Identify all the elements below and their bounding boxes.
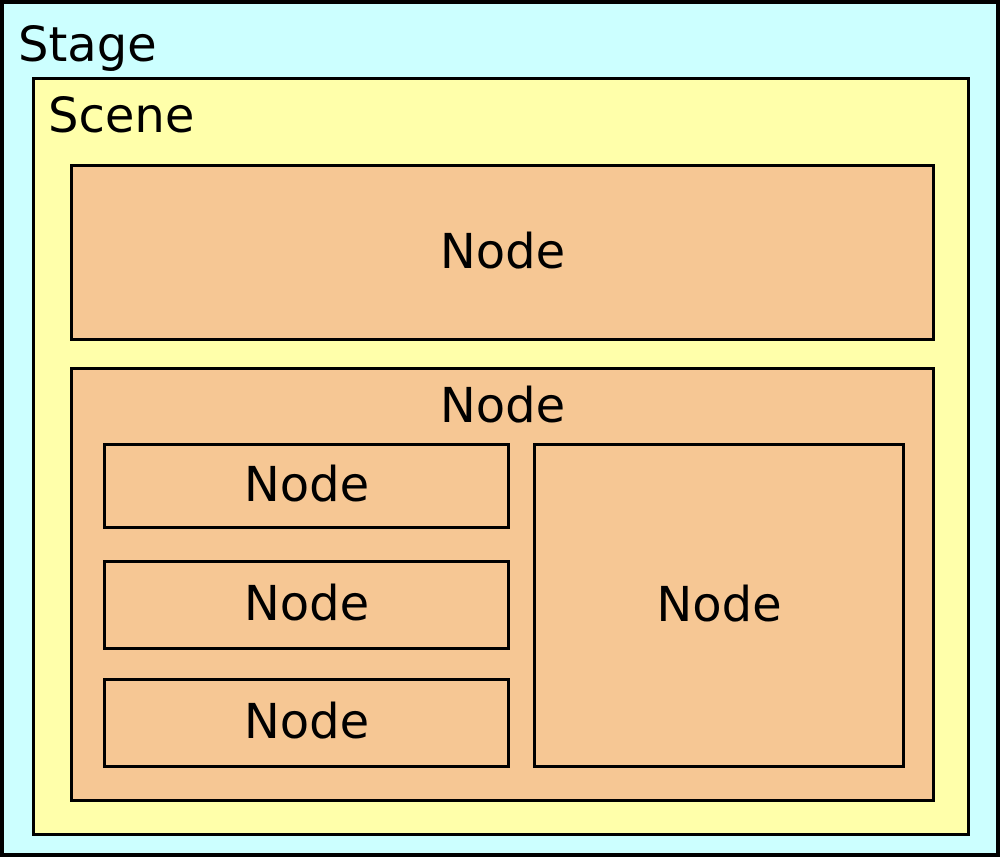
node-child-small-2-label: Node [243, 576, 370, 633]
stage-label: Stage [18, 17, 157, 73]
node-child-small-1: Node [103, 443, 510, 529]
node-child-small-3: Node [103, 678, 510, 768]
scene-box: Scene Node Node Node Node Node Node [32, 77, 970, 836]
node-child-small-3-label: Node [243, 694, 370, 751]
node-child-large: Node [533, 443, 905, 768]
node-child-small-1-label: Node [243, 457, 370, 514]
node-group-label: Node [439, 378, 566, 434]
node-group-box: Node Node Node Node Node [70, 367, 935, 802]
node-child-large-label: Node [656, 576, 782, 633]
node-child-small-2: Node [103, 560, 510, 650]
scene-label: Scene [48, 88, 195, 144]
node-top-label: Node [439, 223, 566, 280]
node-top-box: Node [70, 164, 935, 341]
